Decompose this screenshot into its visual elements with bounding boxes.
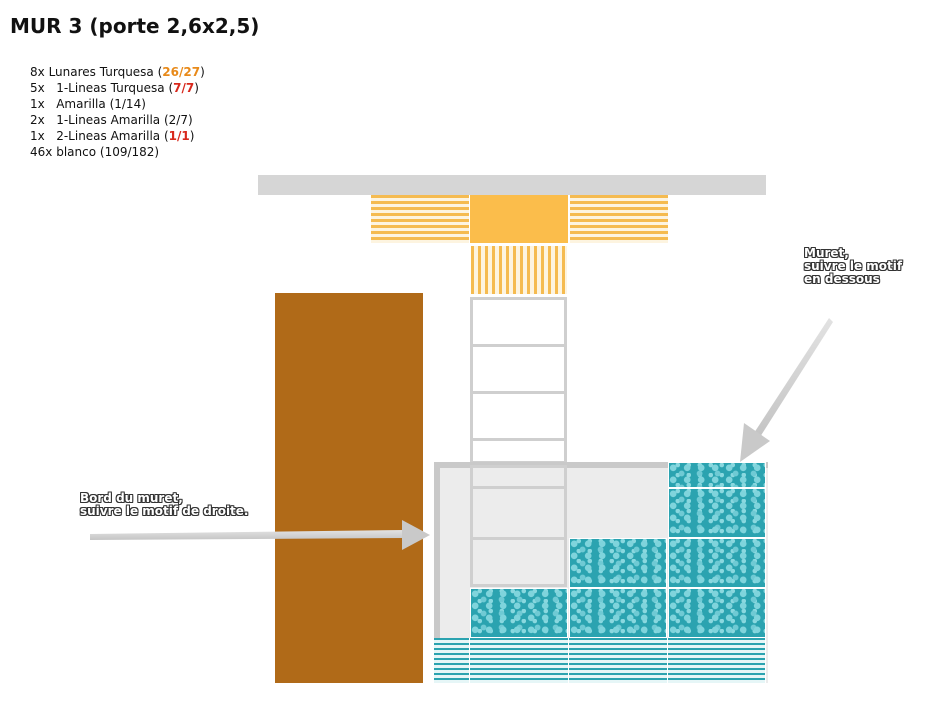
page-title: MUR 3 (porte 2,6x2,5) — [10, 14, 260, 38]
legend-label: blanco — [56, 145, 97, 159]
tile-white — [470, 537, 567, 587]
legend-count: 1/1 — [168, 129, 190, 143]
legend-label: 1-Lineas Turquesa — [56, 81, 165, 95]
legend-row: 5x 1-Lineas Turquesa (7/7) — [30, 81, 199, 95]
tile-yellow-lines-left — [371, 195, 469, 243]
legend-row: 46x blanco (109/182) — [30, 145, 160, 159]
legend-label: 2-Lineas Amarilla — [56, 129, 161, 143]
tile-turquoise-lines — [569, 638, 668, 683]
legend-count: 1/14 — [114, 97, 142, 111]
tile-turquoise-lines — [434, 638, 470, 683]
arrow-to-muret — [740, 318, 833, 462]
note-bord-muret: Bord du muret, suivre le motif de droite… — [80, 491, 249, 518]
tile-turquoise-lines — [668, 638, 766, 683]
muret-side-edge — [434, 462, 440, 683]
ceiling-band — [258, 175, 766, 195]
tile-turquoise-dots — [668, 538, 766, 588]
legend-row: 1x 2-Lineas Amarilla (1/1) — [30, 129, 195, 143]
legend-qty: 5x — [30, 81, 45, 95]
legend-count: 109/182 — [104, 145, 155, 159]
tile-turquoise-lines — [470, 638, 569, 683]
tile-yellow-plain — [470, 195, 568, 243]
tile-turquoise-dots — [668, 588, 766, 638]
tile-turquoise-dots — [668, 488, 766, 538]
legend-qty: 46x — [30, 145, 53, 159]
tile-turquoise-dots — [668, 462, 766, 488]
legend-count: 2/7 — [168, 113, 188, 127]
legend-row: 2x 1-Lineas Amarilla (2/7) — [30, 113, 193, 127]
tile-turquoise-dots — [569, 588, 667, 638]
legend-row: 8x Lunares Turquesa (26/27) — [30, 65, 205, 79]
legend-label: Lunares Turquesa — [48, 65, 154, 79]
door — [275, 293, 423, 683]
legend-label: Amarilla — [56, 97, 106, 111]
legend-qty: 2x — [30, 113, 45, 127]
legend-row: 1x Amarilla (1/14) — [30, 97, 146, 111]
legend-count: 7/7 — [173, 81, 195, 95]
legend-qty: 1x — [30, 129, 45, 143]
note-muret: Muret, suivre le motif en dessous — [804, 246, 903, 286]
tile-yellow-lines-right — [570, 195, 668, 243]
legend-qty: 8x — [30, 65, 45, 79]
tile-yellow-vertical-lines — [471, 246, 567, 294]
tile-turquoise-dots — [569, 538, 667, 588]
legend-count: 26/27 — [162, 65, 201, 79]
tile-legend: 8x Lunares Turquesa (26/27) 5x 1-Lineas … — [30, 64, 205, 160]
arrow-to-muret-edge — [90, 520, 430, 550]
tile-turquoise-dots — [470, 588, 568, 638]
legend-qty: 1x — [30, 97, 45, 111]
legend-label: 1-Lineas Amarilla — [56, 113, 161, 127]
muret-top-edge — [434, 462, 768, 468]
